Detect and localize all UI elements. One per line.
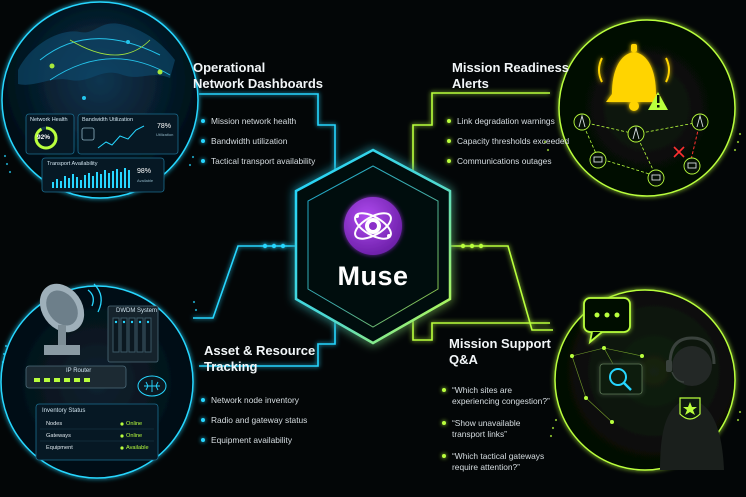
connector-right <box>448 245 553 331</box>
inventory-title: Inventory Status <box>42 408 86 414</box>
inventory-row-name: Nodes <box>46 421 63 427</box>
brain-gear-icon <box>344 197 402 255</box>
transport-bar <box>116 169 118 188</box>
dwdm-label: DWDM System <box>116 308 157 314</box>
network-health-value: 92% <box>37 134 51 141</box>
connector-bottom-right <box>412 310 550 341</box>
transport-bar <box>76 177 78 188</box>
connector-left <box>193 245 298 319</box>
inventory-row-status: Online <box>126 421 143 427</box>
star-badge-icon <box>679 397 701 420</box>
transport-bar <box>108 173 110 188</box>
transport-bar <box>100 174 102 188</box>
transport-bar <box>128 170 130 188</box>
dashboards-circle <box>1 1 199 199</box>
inventory-row-name: Equipment <box>46 445 73 451</box>
health-gauge-fill <box>34 126 58 150</box>
transport-bar <box>124 168 126 188</box>
transport-bar <box>60 181 62 188</box>
assets-circle <box>0 283 194 479</box>
connector-top-left <box>199 93 336 177</box>
assets-bullet: Equipment availability <box>201 435 292 445</box>
brand-name: Muse <box>337 261 409 291</box>
router-label: IP Router <box>66 368 92 374</box>
readiness-title-line2: Alerts <box>452 76 489 91</box>
world-map-icon <box>18 23 175 100</box>
chat-bubble-icon <box>583 297 631 345</box>
operator-headset-icon <box>660 336 724 470</box>
transport-bar <box>96 172 98 188</box>
bandwidth-value: 78% <box>157 123 172 130</box>
transport-bar <box>68 178 70 188</box>
bell-alert-icon <box>598 44 670 111</box>
inventory-row-name: Gateways <box>46 433 71 439</box>
readiness-title-line1: Mission Readiness <box>452 60 570 75</box>
dashboards-bullet: Mission network health <box>201 116 296 126</box>
readiness-bullet: Communications outages <box>447 156 552 166</box>
assets-title-line1: Asset & Resource <box>204 343 316 358</box>
support-title-line1: Mission Support <box>449 336 551 351</box>
router-icon <box>25 365 167 397</box>
magnifier-icon <box>599 363 643 395</box>
assets-bullet: Radio and gateway status <box>201 415 307 425</box>
warning-triangle-icon <box>648 92 668 110</box>
assets-title-line2: Tracking <box>204 359 258 374</box>
transport-bar <box>92 176 94 188</box>
transport-bar <box>88 173 90 188</box>
transport-bar <box>52 182 54 188</box>
transport-bar <box>84 175 86 188</box>
readiness-bullet: Link degradation warnings <box>447 116 555 126</box>
dashboards-bullet: Bandwidth utilization <box>201 136 287 146</box>
satellite-dish-icon <box>39 283 102 355</box>
transport-value: 98% <box>137 168 152 175</box>
network-health-label: Network Health <box>30 117 68 123</box>
support-title-line2: Q&A <box>449 352 478 367</box>
inventory-row-status: Available <box>126 445 149 451</box>
transport-bar <box>56 179 58 188</box>
connector-top-right <box>412 92 550 177</box>
radio-tower-icon <box>573 113 709 187</box>
support-circle <box>554 289 736 471</box>
transport-label: Transport Availability <box>47 161 98 167</box>
inventory-row-status: Online <box>126 433 143 439</box>
readiness-bullet: Capacity thresholds exceeded <box>447 136 569 146</box>
bandwidth-sub: Utilization <box>156 132 174 137</box>
dashboards-bullet: Tactical transport availability <box>201 156 315 166</box>
dashboards-title-line2: Network Dashboards <box>193 76 324 91</box>
assets-bullet: Network node inventory <box>201 395 299 405</box>
transport-bar <box>64 176 66 188</box>
dashboards-title-line1: Operational <box>193 60 266 75</box>
transport-bar <box>80 180 82 188</box>
transport-bar <box>104 170 106 188</box>
bandwidth-label: Bandwidth Utilization <box>82 117 134 123</box>
readiness-circle <box>558 19 736 197</box>
transport-bar <box>112 171 114 188</box>
connector-bottom-left <box>199 310 336 367</box>
transport-sub: Available <box>137 178 154 183</box>
transport-bar <box>120 172 122 188</box>
transport-bar <box>72 174 74 188</box>
